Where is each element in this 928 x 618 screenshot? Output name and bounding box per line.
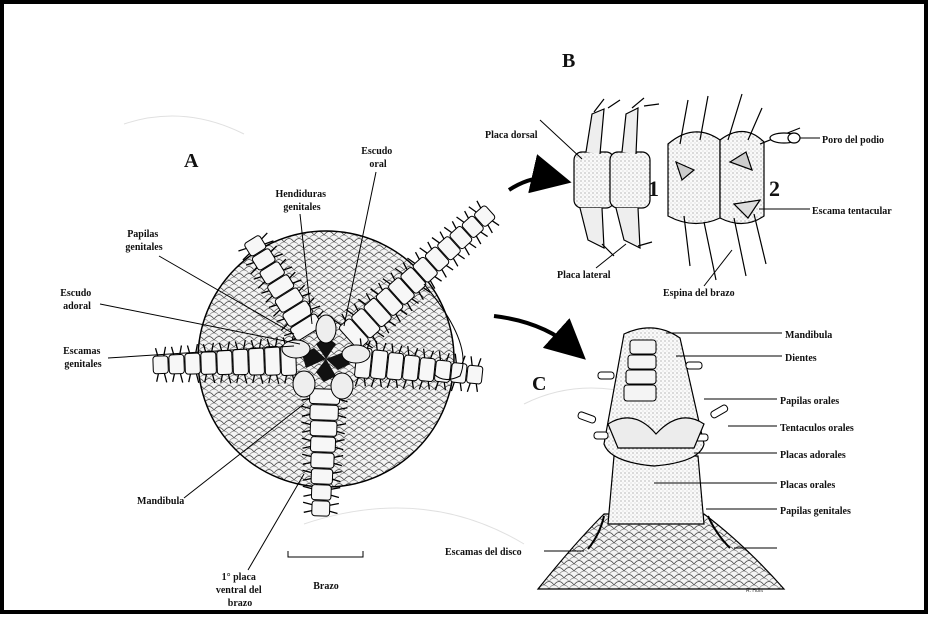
segment-number-2: 2 xyxy=(769,176,780,201)
leader-placa-lateral xyxy=(596,244,626,268)
arm-spine xyxy=(156,373,166,382)
arm-plate xyxy=(466,365,483,384)
label-tentaculos: Tentaculos orales xyxy=(780,423,854,434)
label-placas-adorales: Placas adorales xyxy=(780,450,846,461)
arm-spine xyxy=(303,502,312,512)
arm-plate xyxy=(450,362,467,383)
label-mandibula-c: Mandibula xyxy=(785,330,832,341)
label-escama-tentacular: Escama tentacular xyxy=(812,206,892,217)
arm-spine xyxy=(172,374,182,383)
label-placa-lateral: Placa lateral xyxy=(557,270,611,281)
arm-segment-lateral xyxy=(668,94,800,280)
arm-plate xyxy=(153,356,169,374)
signature: R. Hunt xyxy=(746,588,764,594)
arrow-to-b xyxy=(509,178,556,190)
arm-plate xyxy=(310,437,335,453)
arm-plate xyxy=(265,346,281,375)
label-papilas-genitales-c: Papilas genitales xyxy=(780,506,851,517)
label-escamas-disco: Escamas del disco xyxy=(445,547,522,558)
label-escudo-oral: Escudo oral xyxy=(361,146,395,170)
leader-placa-ventral xyxy=(248,474,304,570)
arrow-to-c xyxy=(494,316,574,349)
label-papilas-genitales-a: Papilas genitales xyxy=(125,229,162,253)
label-escamas-genitales: Escamas genitales xyxy=(63,346,103,370)
arm-plate xyxy=(402,355,420,381)
arm-spine xyxy=(331,487,340,497)
arm-plate xyxy=(169,354,185,374)
panel-a-letter: A xyxy=(184,150,199,172)
arm-plate xyxy=(418,357,435,381)
arm-plate xyxy=(311,485,331,501)
arm-plate xyxy=(310,420,337,436)
panel-a-oral-view: A Escudo oral Hendiduras genitales Papil… xyxy=(60,146,506,609)
brazo-bracket xyxy=(288,551,363,557)
label-espina: Espina del brazo xyxy=(663,288,735,299)
arm-plate xyxy=(311,469,333,485)
arm-plate xyxy=(312,501,330,517)
arm-plate xyxy=(233,349,249,375)
label-hendiduras: Hendiduras genitales xyxy=(275,189,328,213)
label-papilas-orales: Papilas orales xyxy=(780,396,839,407)
arm-spine xyxy=(188,374,198,383)
panel-b-letter: B xyxy=(562,50,575,72)
arm-plate xyxy=(311,453,335,469)
arm-plate xyxy=(310,404,339,420)
panel-c-letter: C xyxy=(532,373,546,395)
label-escudo-adoral: Escudo adoral xyxy=(60,288,94,312)
arm-plate xyxy=(370,350,388,380)
segment-number-1: 1 xyxy=(648,176,659,201)
panel-c-jaw-detail: C R. Hunt Mandibula Dientes xyxy=(445,328,854,594)
panel-b-arm-segments: B 1 2 Placa dorsal Placa lateral Espin xyxy=(485,50,892,299)
arm-spine xyxy=(302,486,311,496)
ophiuroid-anatomy-diagram: A Escudo oral Hendiduras genitales Papil… xyxy=(4,4,928,618)
label-dientes: Dientes xyxy=(785,353,817,364)
arm-plate xyxy=(386,352,404,380)
arm-spine xyxy=(329,503,338,513)
arm-spine xyxy=(454,354,465,364)
label-placas-orales: Placas orales xyxy=(780,480,835,491)
arm-plate xyxy=(201,352,217,375)
arm-segment-dorsal xyxy=(574,98,659,256)
label-placa-ventral: 1° placa ventral del brazo xyxy=(216,572,264,609)
label-brazo: Brazo xyxy=(313,581,339,592)
arm-spine xyxy=(467,383,478,393)
leader-espina xyxy=(704,250,732,286)
arm-spine xyxy=(451,382,462,392)
arm-plate xyxy=(249,348,265,375)
arm-plate xyxy=(217,350,233,374)
arm-plate xyxy=(185,353,201,374)
label-placa-dorsal: Placa dorsal xyxy=(485,130,538,141)
leader-placa-dorsal xyxy=(540,120,582,159)
arm-spine xyxy=(470,356,481,366)
label-mandibula-a: Mandibula xyxy=(137,496,184,507)
label-poro: Poro del podio xyxy=(822,135,884,146)
